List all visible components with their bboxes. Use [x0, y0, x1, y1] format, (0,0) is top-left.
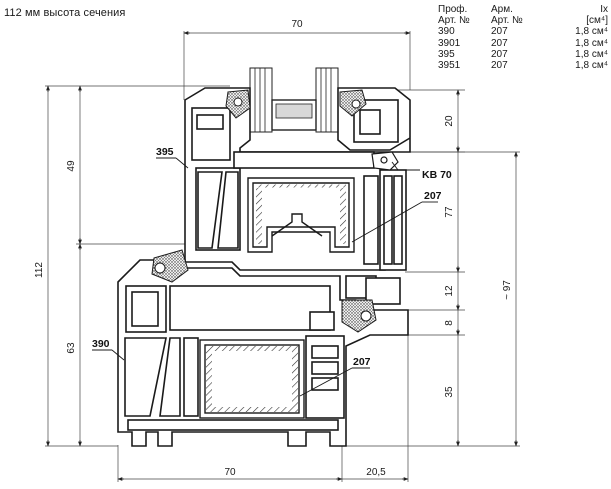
- gaskets: [151, 89, 377, 333]
- dim-right-small: 8: [444, 320, 455, 326]
- dim-right-total: ~ 97: [502, 280, 513, 300]
- label-reinforcement-upper: 207: [424, 190, 442, 202]
- leader-lines: [92, 157, 438, 397]
- dimension-arrows: [46, 31, 518, 481]
- page-title: 112 мм высота сечения: [4, 7, 126, 19]
- dim-right-glass: 20: [444, 115, 455, 127]
- glass-unit: [249, 67, 339, 133]
- dim-right-sash: 77: [444, 206, 455, 218]
- dimension-lines: [45, 31, 520, 482]
- dim-lower-height: 63: [66, 342, 77, 354]
- dim-right-frame: 35: [444, 386, 455, 398]
- kb70-gasket: [371, 151, 399, 171]
- dim-right-rebate: 12: [444, 285, 455, 297]
- dim-bottom-width: 70: [224, 467, 236, 478]
- reinforcement-lower: [199, 339, 305, 419]
- dim-top-width: 70: [291, 19, 303, 30]
- dim-upper-height: 49: [66, 160, 77, 172]
- dim-bottom-offset: 20,5: [366, 467, 386, 478]
- label-sash-profile: 395: [156, 146, 174, 158]
- dim-total-height: 112: [34, 262, 45, 278]
- frame-profile: [117, 259, 409, 447]
- reinforcement-upper: [247, 177, 355, 253]
- label-reinforcement-lower: 207: [353, 356, 371, 368]
- label-frame-profile: 390: [92, 338, 110, 350]
- label-gasket: KB 70: [422, 169, 452, 181]
